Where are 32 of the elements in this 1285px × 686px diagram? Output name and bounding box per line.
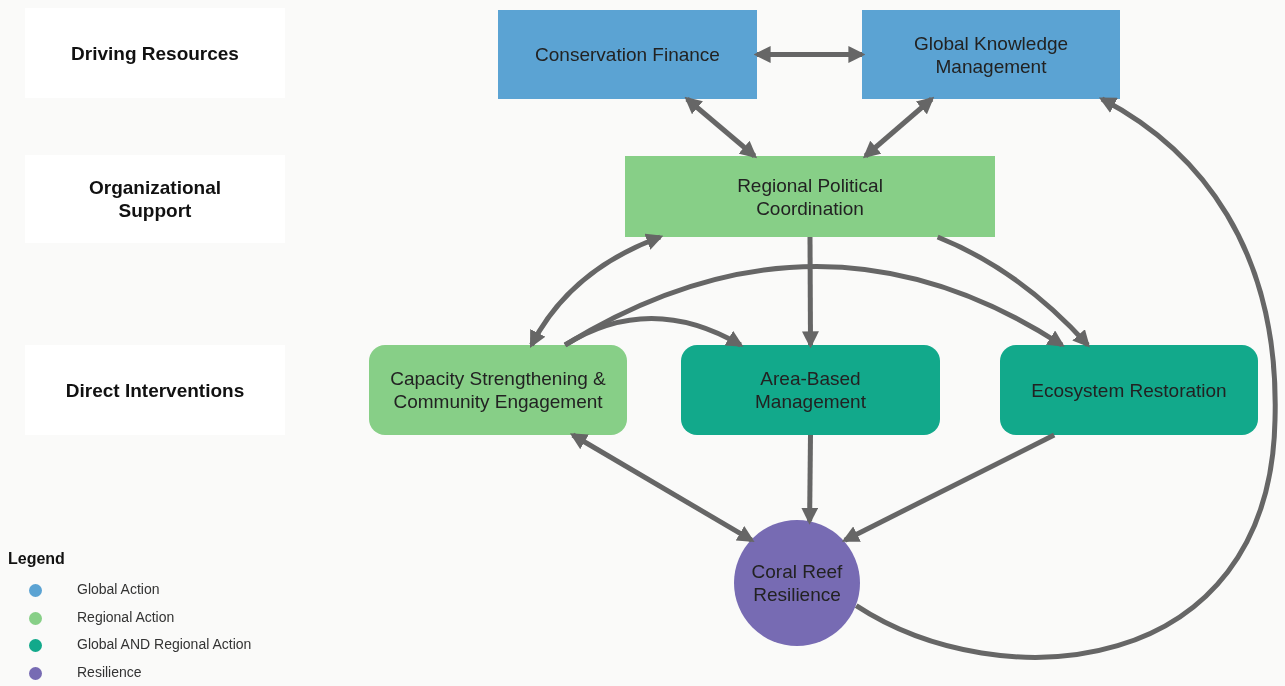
- node-label: Conservation Finance: [535, 43, 720, 66]
- legend-label: Regional Action: [77, 608, 175, 625]
- process-box: [369, 345, 627, 435]
- node-label: Global Knowledge Management: [912, 31, 1070, 78]
- row-label: Organizational Support: [88, 176, 222, 222]
- node-label: Coral Reef Resilience: [750, 560, 844, 606]
- process-box: [625, 156, 995, 237]
- process-box: [1000, 345, 1258, 435]
- arrow: [936, 234, 1091, 348]
- arrow: [569, 432, 755, 543]
- arrow: [801, 237, 819, 349]
- arrow: [801, 434, 819, 525]
- row-label: Driving Resources: [71, 41, 239, 65]
- row-label: Direct Interventions: [65, 378, 245, 402]
- legend-label: Resilience: [77, 664, 142, 681]
- arrow: [684, 96, 758, 159]
- legend-label: Global AND Regional Action: [77, 636, 252, 653]
- arrow: [862, 96, 935, 159]
- arrow: [563, 264, 1065, 348]
- process-box: [681, 345, 940, 435]
- node-label: Regional Political Coordination: [736, 173, 884, 220]
- process-box: [498, 10, 757, 99]
- process-box: [862, 10, 1120, 99]
- node-label: Capacity Strengthening & Community Engagement: [389, 367, 607, 413]
- node-label: Area-Based Management: [754, 367, 867, 413]
- legend-title: Legend: [8, 550, 65, 568]
- legend-label: Global Action: [77, 581, 160, 597]
- node-label: Ecosystem Restoration: [1031, 378, 1227, 402]
- arrow: [841, 432, 1056, 543]
- arrow: [753, 46, 866, 63]
- arrow: [855, 96, 1278, 660]
- arrow: [529, 234, 664, 348]
